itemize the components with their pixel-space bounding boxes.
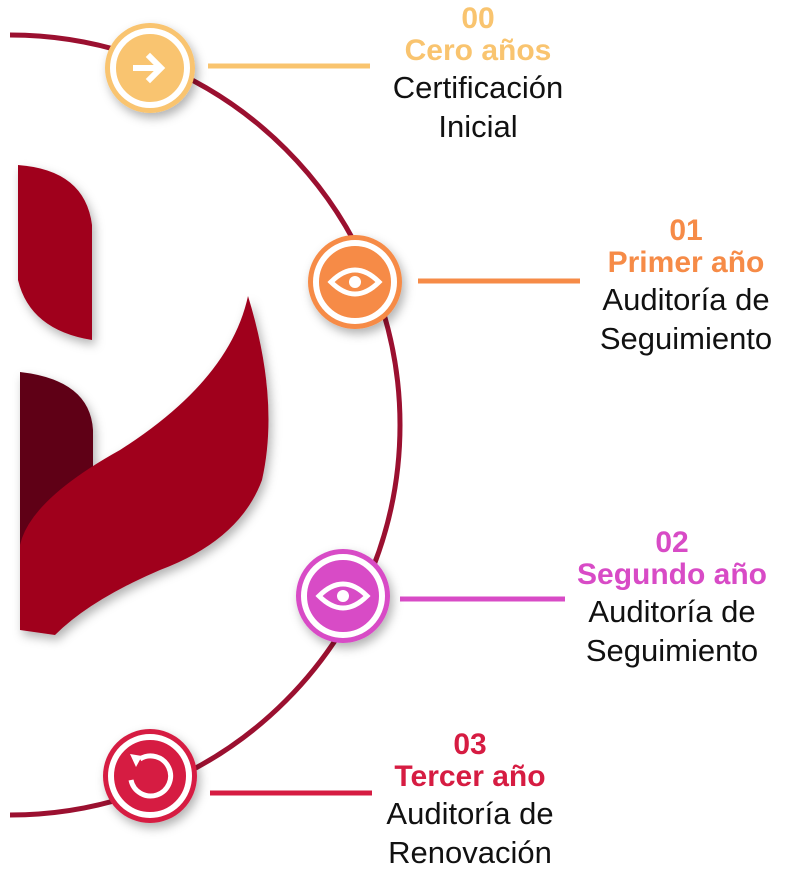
step-number: 00: [461, 2, 495, 35]
step-year: Primer año: [607, 246, 765, 279]
arrow-right-icon: [133, 52, 166, 84]
step-label-03: 03 Tercer año Auditoría de Renovación: [320, 730, 620, 872]
step-year: Cero años: [404, 34, 552, 67]
step-node-03: [103, 729, 372, 823]
refresh-icon: [128, 753, 174, 799]
step-description: Auditoría de: [588, 594, 756, 629]
step-number: 02: [655, 526, 689, 559]
step-node-01: [308, 235, 580, 329]
step-label-01: 01 Primer año Auditoría de Seguimiento: [536, 216, 790, 358]
step-description: Inicial: [438, 109, 518, 144]
step-description: Seguimiento: [599, 321, 773, 356]
step-label-02: 02 Segundo año Auditoría de Seguimiento: [522, 528, 790, 670]
step-description: Auditoría de: [386, 796, 554, 831]
eye-icon: [315, 581, 371, 611]
eye-icon: [327, 267, 383, 297]
logo: [18, 165, 269, 635]
step-number: 03: [453, 728, 487, 761]
step-description: Renovación: [388, 835, 552, 870]
step-year: Tercer año: [394, 760, 546, 793]
step-number: 01: [669, 214, 703, 247]
step-node-00: [105, 23, 370, 113]
step-year: Segundo año: [577, 558, 767, 591]
step-description: Auditoría de: [602, 282, 770, 317]
step-node-02: [296, 549, 565, 643]
step-description: Seguimiento: [585, 633, 759, 668]
step-description: Certificación: [392, 70, 564, 105]
step-label-00: 00 Cero años Certificación Inicial: [328, 4, 628, 146]
